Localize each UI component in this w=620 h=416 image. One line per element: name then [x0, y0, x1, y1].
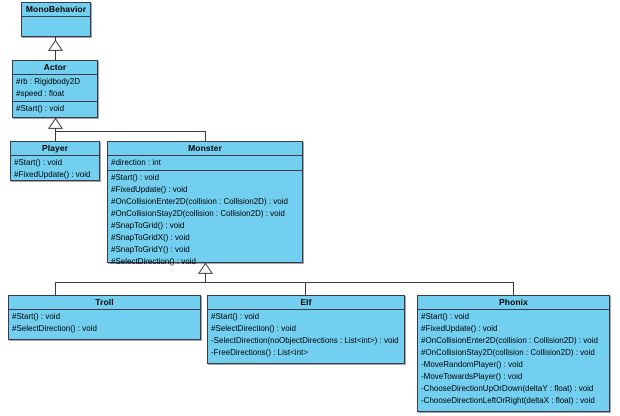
generalization-stem-actor [55, 128, 56, 132]
uml-class-title-troll: Troll [9, 296, 200, 310]
generalization-bus-monster-children [55, 282, 514, 283]
uml-operations-elf: #Start() : void #SelectDirection() : voi… [208, 310, 404, 360]
uml-operation: #SelectDirection() : void [12, 324, 97, 333]
uml-class-title-phonix: Phonix [418, 296, 609, 310]
uml-class-title-monster: Monster [108, 142, 302, 156]
uml-operation: #OnCollisionEnter2D(collision : Collisio… [111, 197, 288, 206]
uml-operation: -ChooseDirectionLeftOrRight(deltaX : flo… [421, 396, 595, 405]
uml-attribute: #direction : int [111, 158, 161, 167]
uml-class-monster[interactable]: Monster #direction : int #Start() : void… [107, 141, 303, 266]
uml-operation: -MoveTowardsPlayer() : void [421, 372, 523, 381]
generalization-drop-player [55, 131, 56, 141]
uml-operation: #Start() : void [12, 312, 61, 321]
uml-operation: #FixedUpdate() : void [14, 170, 91, 179]
uml-operations-phonix: #Start() : void #FixedUpdate() : void #O… [418, 310, 609, 408]
uml-operation: #Start() : void [421, 312, 470, 321]
uml-operation: #SelectDirection() : void [111, 257, 196, 266]
uml-operations-player: #Start() : void #FixedUpdate() : void [11, 156, 99, 182]
generalization-drop-phonix [513, 282, 514, 295]
uml-operations-monster: #Start() : void #FixedUpdate() : void #O… [108, 171, 302, 269]
uml-operation: #OnCollisionEnter2D(collision : Collisio… [421, 336, 598, 345]
uml-operation: #Start() : void [14, 158, 63, 167]
uml-attribute: #rb : Rigidbody2D [16, 77, 81, 86]
uml-operation: #OnCollisionStay2D(collision : Collision… [421, 348, 595, 357]
uml-operation: #SnapToGridY() : void [111, 245, 190, 254]
generalization-stem-monster [205, 273, 206, 283]
uml-class-title-actor: Actor [13, 61, 97, 75]
uml-attributes-monster: #direction : int [108, 156, 302, 171]
generalization-drop-monster [205, 131, 206, 141]
uml-class-troll[interactable]: Troll #Start() : void #SelectDirection()… [8, 295, 201, 340]
uml-operation: #SnapToGrid() : void [111, 221, 185, 230]
uml-operation: #SnapToGridX() : void [111, 233, 190, 242]
uml-class-title-player: Player [11, 142, 99, 156]
uml-operation: -ChooseDirectionUpOrDown(deltaY : float)… [421, 384, 594, 393]
uml-attribute: #speed : float [16, 89, 65, 98]
uml-class-title-monobehavior: MonoBehavior [22, 3, 90, 17]
uml-operation: #FixedUpdate() : void [421, 324, 498, 333]
uml-attributes-actor: #rb : Rigidbody2D #speed : float [13, 75, 97, 102]
uml-class-elf[interactable]: Elf #Start() : void #SelectDirection() :… [207, 295, 405, 364]
uml-class-phonix[interactable]: Phonix #Start() : void #FixedUpdate() : … [417, 295, 610, 412]
uml-operation: #SelectDirection() : void [211, 324, 296, 333]
uml-class-monobehavior[interactable]: MonoBehavior [21, 2, 91, 37]
uml-operation: #Start() : void [211, 312, 260, 321]
uml-operation: #Start() : void [16, 104, 65, 113]
uml-class-title-elf: Elf [208, 296, 404, 310]
uml-class-actor[interactable]: Actor #rb : Rigidbody2D #speed : float #… [12, 60, 98, 118]
generalization-bus-actor-children [55, 131, 206, 132]
generalization-drop-troll [55, 282, 56, 295]
uml-operations-actor: #Start() : void [13, 102, 97, 116]
uml-operation: -FreeDirections() : List<int> [211, 348, 308, 357]
uml-operation: -MoveRandomPlayer() : void [421, 360, 523, 369]
uml-operation: -SelectDirection(noObjectDirections : Li… [211, 336, 399, 345]
uml-operation: #OnCollisionStay2D(collision : Collision… [111, 209, 285, 218]
generalization-drop-elf [305, 282, 306, 295]
uml-class-player[interactable]: Player #Start() : void #FixedUpdate() : … [10, 141, 100, 181]
uml-operation: #FixedUpdate() : void [111, 185, 188, 194]
uml-operations-troll: #Start() : void #SelectDirection() : voi… [9, 310, 200, 336]
uml-operation: #Start() : void [111, 173, 160, 182]
generalization-stem-monobehavior [55, 50, 56, 60]
uml-class-body-monobehavior [22, 17, 90, 40]
